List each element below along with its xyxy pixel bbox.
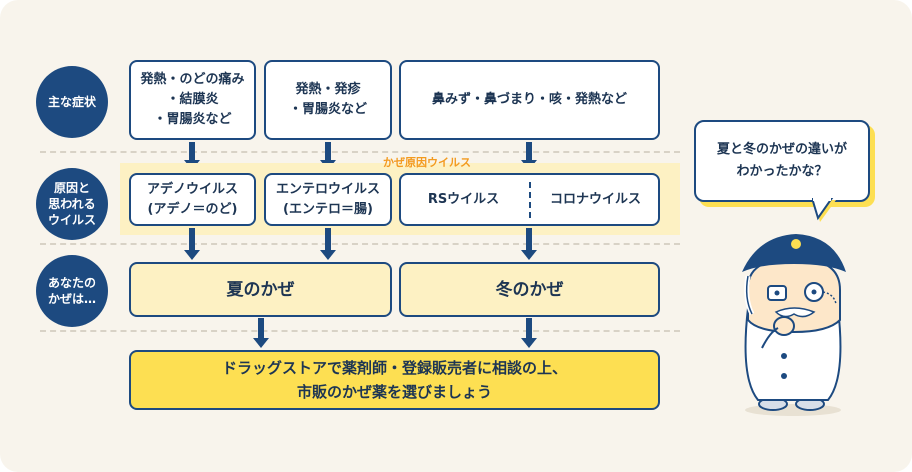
symptom-box-adeno: 発熱・のどの痛み ・結膜炎 ・胃腸炎など [129,60,256,140]
virus-box-entero: エンテロウイルス (エンテロ＝腸) [264,173,392,226]
row-divider [40,151,680,153]
virus-band-title: かぜ原因ウイルス [383,156,471,169]
cold-box-summer: 夏のかぜ [129,262,392,317]
virus-divider [528,181,531,218]
row-label-symptoms: 主な症状 [36,66,108,138]
virus-box-adeno: アデノウイルス (アデノ＝のど) [129,173,256,226]
cold-box-winter: 冬のかぜ [399,262,660,317]
row-label-cold: あなたの かぜは… [36,255,108,327]
symptom-box-entero: 発熱・発疹 ・胃腸炎など [264,60,392,140]
row-divider [40,243,680,245]
virus-box-winter: RSウイルス コロナウイルス [399,173,660,226]
arrow-down [184,228,200,260]
advice-box: ドラッグストアで薬剤師・登録販売者に相談の上、 市販のかぜ薬を選びましょう [129,350,660,410]
speech-bubble-tail [812,198,836,222]
arrow-down [253,318,269,348]
symptom-box-winter: 鼻みず・鼻づまり・咳・発熱など [399,60,660,140]
row-label-virus: 原因と 思われる ウイルス [36,168,108,240]
speech-bubble: 夏と冬のかぜの違いが わかったかな？ [694,120,870,202]
arrow-down [521,318,537,348]
virus-corona-label: コロナウイルス [549,191,641,207]
virus-rs-label: RSウイルス [427,191,500,207]
arrow-down [320,228,336,260]
row-divider [40,330,680,332]
pharmacist-mascot-icon [742,234,846,416]
arrow-down [521,228,537,260]
